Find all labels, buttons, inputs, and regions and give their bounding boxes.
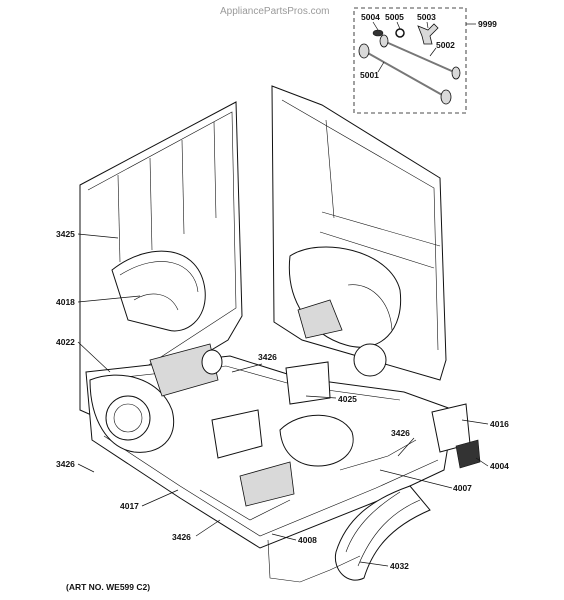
callout-5001: 5001 [360,70,379,80]
front-panel [271,85,447,381]
callout-4032: 4032 [390,561,409,571]
callout-4004: 4004 [490,461,509,471]
callout-5002: 5002 [436,40,455,50]
callout-3426-top: 3426 [258,352,277,362]
leader-lines [77,233,489,567]
callout-4017: 4017 [120,501,139,511]
callout-4016: 4016 [490,419,509,429]
callout-4022: 4022 [56,337,75,347]
hose-kit-inset [353,7,476,114]
watermark-text: AppliancePartsPros.com [220,6,330,17]
callout-5003: 5003 [417,12,436,22]
callout-labels: 5004 5005 5003 9999 5002 5001 3425 4018 … [56,12,509,571]
callout-5005: 5005 [385,12,404,22]
art-number: (ART NO. WE599 C2) [66,582,150,592]
callout-3426-left: 3426 [56,459,75,469]
gas-line [267,539,361,583]
callout-9999: 9999 [478,19,497,29]
callout-4007: 4007 [453,483,472,493]
base-chassis [85,343,481,549]
callout-4008: 4008 [298,535,317,545]
callout-4018: 4018 [56,297,75,307]
callout-3426-bottom: 3426 [172,532,191,542]
callout-5004: 5004 [361,12,380,22]
callout-4025: 4025 [338,394,357,404]
callout-3425: 3425 [56,229,75,239]
callout-3426-right: 3426 [391,428,410,438]
duct-cover [111,250,206,332]
